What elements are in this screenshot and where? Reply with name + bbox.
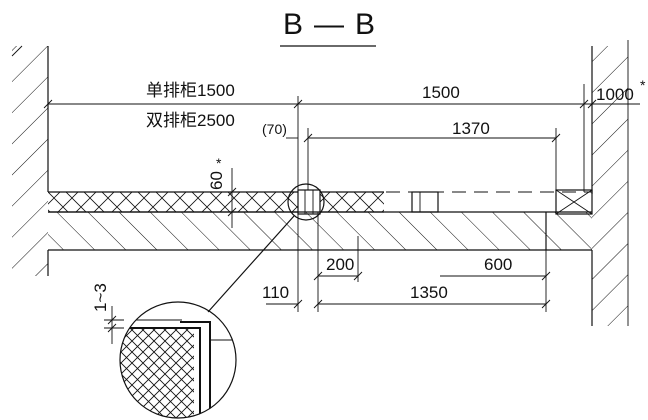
dim-1500: 1500 <box>422 83 460 102</box>
left-wall <box>11 45 49 276</box>
detail-mark-circle <box>287 183 325 221</box>
dim-1000-mark: * <box>640 77 646 93</box>
channel-steel-left <box>297 189 321 215</box>
detail-leader-line <box>207 215 295 313</box>
dimension-lines <box>43 84 640 344</box>
dim-200: 200 <box>326 255 354 274</box>
cabinet-single-label: 单排柜1500 <box>146 81 235 100</box>
support-bracket-mid <box>411 191 439 213</box>
dim-1350: 1350 <box>410 283 448 302</box>
dim-600: 600 <box>484 255 512 274</box>
floor-slab <box>48 211 592 251</box>
floor-layer <box>48 189 593 215</box>
dim-60: 60 <box>207 171 226 190</box>
detail-enlarged <box>120 319 236 418</box>
dim-60-mark: * <box>216 155 222 171</box>
dim-110: 110 <box>262 283 289 302</box>
section-letter-right: B <box>355 8 375 41</box>
channel-steel-right <box>555 189 593 215</box>
dim-1370: 1370 <box>452 119 490 138</box>
section-letter-left: B <box>283 8 303 41</box>
dim-1-3: 1~3 <box>91 283 110 312</box>
right-wall <box>591 40 629 326</box>
section-title: B — B <box>280 8 376 47</box>
section-dash: — <box>314 8 344 41</box>
cabinet-double-label: 双排柜2500 <box>146 111 235 130</box>
dim-70: (70) <box>262 121 287 137</box>
dim-1000: 1000 <box>596 85 634 104</box>
